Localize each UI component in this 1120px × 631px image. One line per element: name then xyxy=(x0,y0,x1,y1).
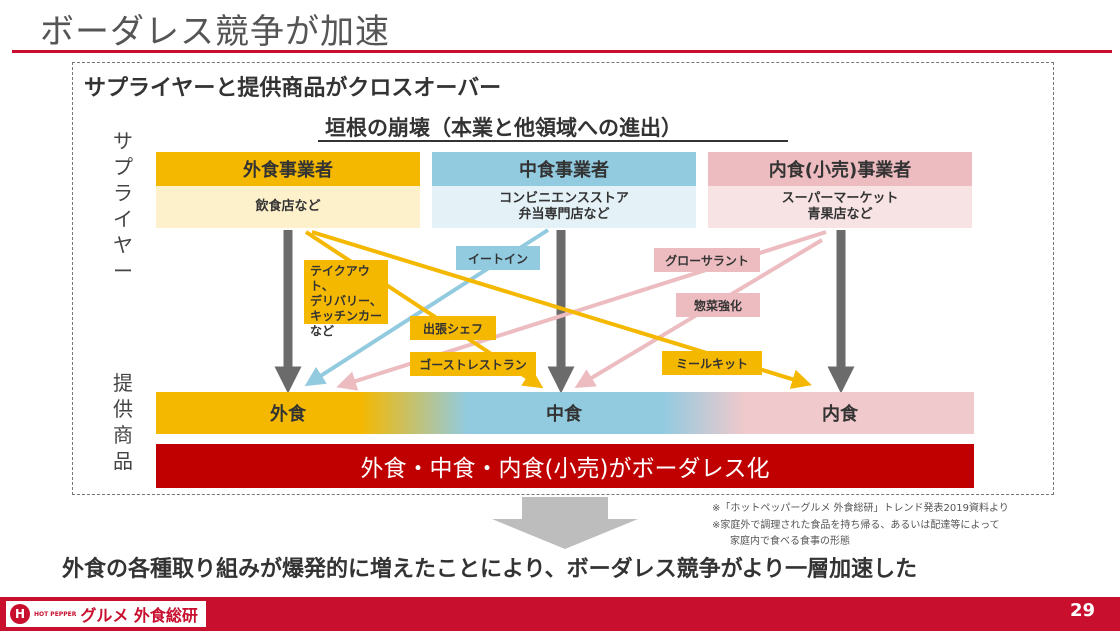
supplier-detail-gaishoku: 飲食店など xyxy=(156,186,420,228)
tag-grocerant: グローサラント xyxy=(654,248,760,272)
supplier-detail-uchishoku: スーパーマーケット 青果店など xyxy=(708,186,972,228)
product-gaishoku: 外食 xyxy=(270,404,306,425)
supplier-detail-nakashoku: コンビニエンスストア 弁当専門店など xyxy=(432,186,696,228)
product-nakashoku: 中食 xyxy=(546,404,582,425)
supplier-header-gaishoku: 外食事業者 xyxy=(156,152,420,186)
borderless-banner: 外食・中食・内食(小売)がボーダレス化 xyxy=(156,444,974,488)
tag-eat-in: イートイン xyxy=(456,246,540,270)
brand-logo: H HOT PEPPER グルメ 外食総研 xyxy=(6,601,206,627)
diagram-subtitle2: 垣根の崩壊（本業と他領域への進出） xyxy=(325,116,682,140)
tag-takeout: テイクアウト、 デリバリー、 キッチンカー など xyxy=(304,260,388,338)
conclusion-arrow-icon xyxy=(492,497,638,549)
diagram-subtitle: サプライヤーと提供商品がクロスオーバー xyxy=(84,76,502,101)
supplier-header-nakashoku: 中食事業者 xyxy=(432,152,696,186)
note-definition-1: ※家庭外で調理された食品を持ち帰る、あるいは配達等によって xyxy=(712,520,1000,531)
tag-ghost-restaurant: ゴーストレストラン xyxy=(410,352,536,376)
slide-title: ボーダレス競争が加速 xyxy=(40,12,390,52)
brand-logo-small: HOT PEPPER xyxy=(34,610,77,618)
note-definition-2: 家庭内で食べる食事の形態 xyxy=(730,536,850,547)
subtitle2-underline xyxy=(318,140,788,142)
tag-sozai: 惣菜強化 xyxy=(676,293,760,317)
supplier-header-uchishoku: 内食(小売)事業者 xyxy=(708,152,972,186)
product-uchishoku: 内食 xyxy=(822,404,858,425)
supplier-axis-label: サプライヤー xyxy=(113,129,133,283)
note-source: ※「ホットペッパーグルメ 外食総研」トレンド発表2019資料より xyxy=(712,503,1009,514)
product-band xyxy=(156,392,974,434)
page-number: 29 xyxy=(1070,600,1096,621)
brand-logo-icon: H xyxy=(10,604,30,624)
conclusion-text: 外食の各種取り組みが爆発的に増えたことにより、ボーダレス競争がより一層加速した xyxy=(62,557,918,582)
diagram-frame xyxy=(72,62,1054,495)
product-axis-label: 提供商品 xyxy=(113,371,133,473)
title-underline xyxy=(12,50,1112,53)
brand-logo-text: グルメ 外食総研 xyxy=(80,606,198,625)
tag-delivery-chef: 出張シェフ xyxy=(410,316,496,340)
tag-meal-kit: ミールキット xyxy=(662,351,762,375)
